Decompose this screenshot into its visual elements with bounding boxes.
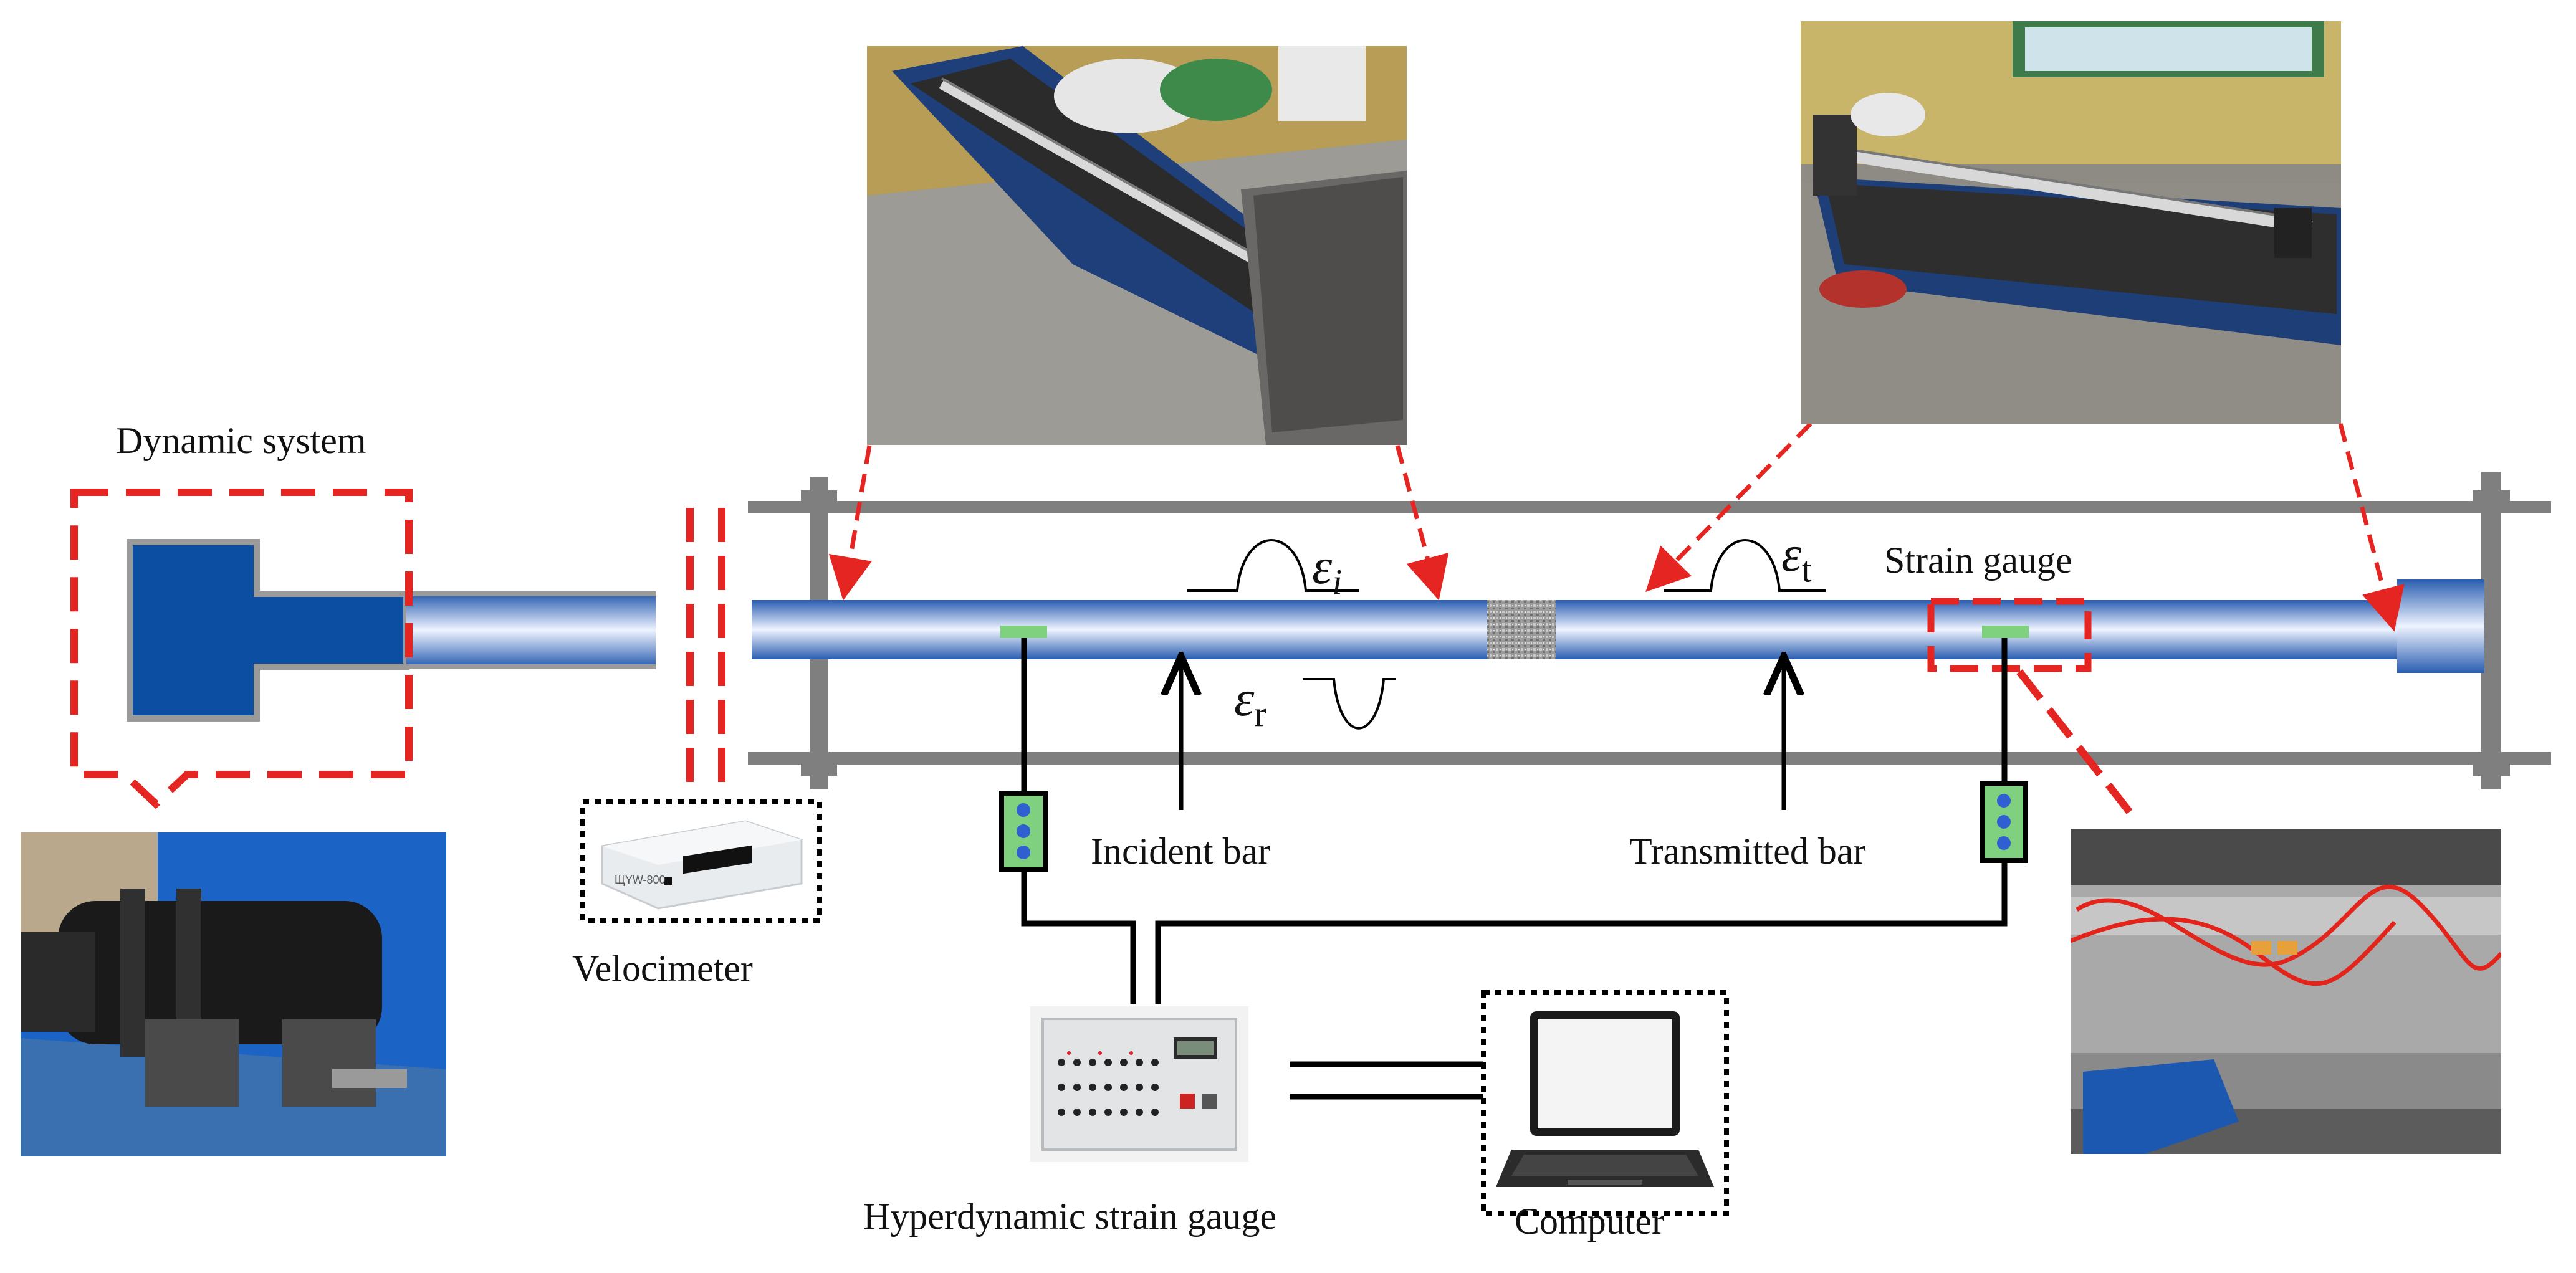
striker-bar (406, 594, 656, 667)
computer-box (1481, 990, 1729, 1216)
incident-wave-pulse (1187, 539, 1359, 592)
transmitted-bar (1556, 600, 2397, 659)
absorption-bar (2397, 579, 2484, 673)
velocimeter-gates (686, 508, 725, 785)
incident-bar-photo (867, 46, 1407, 445)
computer-label: Computer (1515, 1201, 1664, 1242)
incident-bar-label: Incident bar (1091, 831, 1271, 872)
transmitted-strain-symbol: εt (1781, 528, 1811, 588)
dynamic-system-highlight (70, 489, 413, 809)
transmitted-strain-gauge (1982, 626, 2029, 638)
transmitted-wave-pulse (1664, 539, 1826, 592)
frame-right-post (2481, 472, 2501, 789)
signal-wiring (1021, 638, 2008, 1100)
incident-epsilon: ε (1312, 538, 1333, 594)
incident-strain-symbol: εi (1312, 541, 1342, 600)
incident-bar (752, 600, 1487, 659)
transmitted-epsilon: ε (1781, 525, 1802, 582)
bridge-box-transmitted (1980, 781, 2028, 863)
photo-callouts (828, 422, 2405, 632)
frame-bottom-rail (748, 752, 2551, 765)
strain-gauge-photo (2071, 829, 2501, 1154)
specimen (1487, 600, 1556, 659)
dynamic-system-photo (21, 832, 446, 1156)
bridge-box-incident (999, 791, 1048, 872)
velocimeter-box (580, 799, 822, 923)
velocimeter-model-text: ЩYW-800 (615, 874, 666, 886)
frame-top-rail (748, 501, 2551, 513)
velocimeter-device-photo: ЩYW-800 (590, 809, 812, 915)
strain-amplifier-photo (1030, 1006, 1248, 1162)
reflected-epsilon: ε (1234, 670, 1255, 727)
strain-gauge-pointer (2016, 669, 2141, 825)
transmitted-subscript: t (1801, 549, 1812, 590)
striker-assembly (127, 539, 656, 722)
incident-strain-gauge (1000, 626, 1047, 638)
strain-gauge-highlight (1927, 598, 2092, 672)
transmitted-bar-photo (1801, 21, 2341, 424)
test-frame (748, 472, 2551, 789)
reflected-subscript: r (1254, 694, 1266, 735)
velocimeter-label: Velocimeter (572, 948, 753, 989)
hyperdynamic-strain-gauge-label: Hyperdynamic strain gauge (863, 1196, 1277, 1237)
dynamic-system-label: Dynamic system (116, 420, 366, 461)
reflected-wave-pulse (1303, 678, 1396, 730)
incident-subscript: i (1332, 561, 1343, 603)
computer-photo (1493, 1000, 1717, 1206)
striker-body (127, 539, 409, 722)
reflected-strain-symbol: εr (1234, 673, 1266, 732)
transmitted-bar-label: Transmitted bar (1629, 831, 1866, 872)
strain-gauge-label: Strain gauge (1884, 540, 2072, 581)
